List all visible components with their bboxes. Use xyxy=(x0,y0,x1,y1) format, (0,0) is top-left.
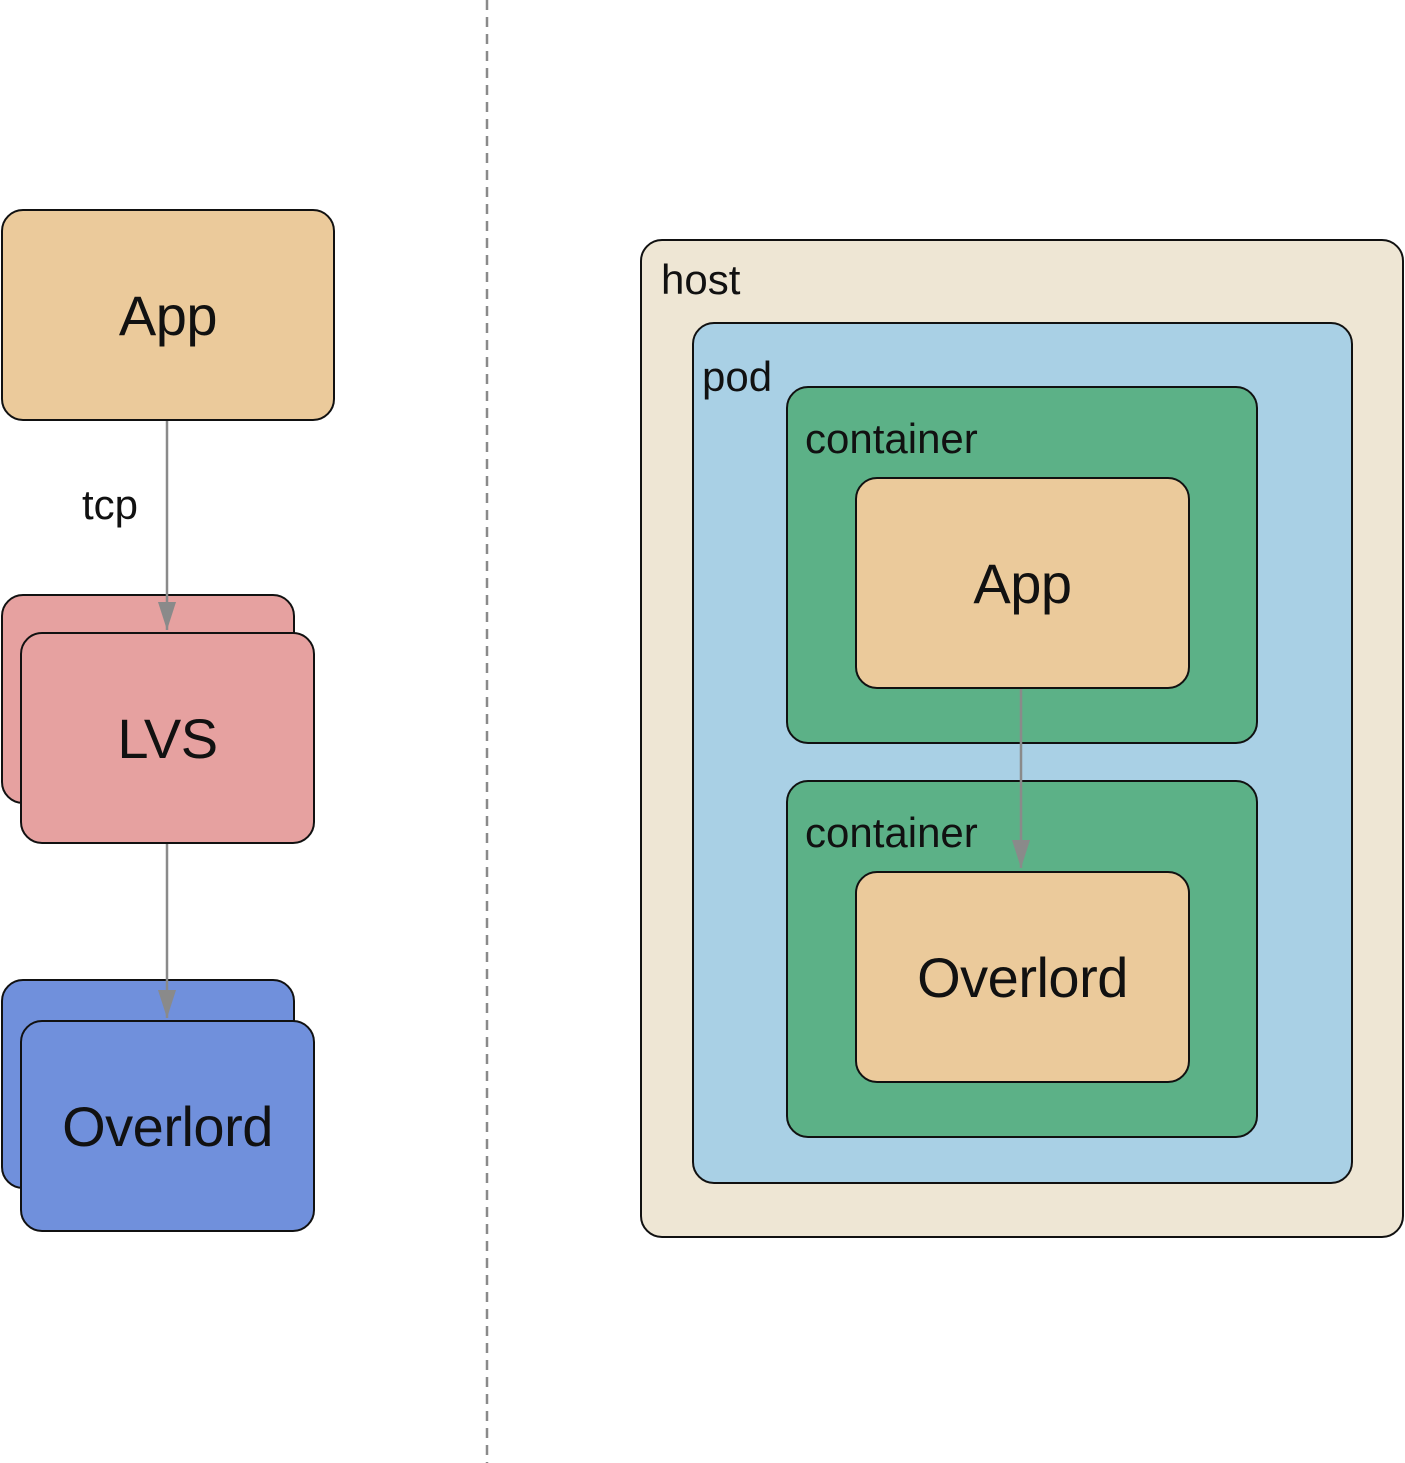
right-app-box: App xyxy=(855,477,1190,689)
tcp-label: tcp xyxy=(82,481,139,528)
left-app-box: App xyxy=(1,209,335,421)
tcp-arrowhead xyxy=(158,602,176,630)
left-overlord-label: Overlord xyxy=(62,1094,273,1158)
lvs-label: LVS xyxy=(117,706,218,770)
pod-label: pod xyxy=(702,353,773,400)
right-overlord-box: Overlord xyxy=(855,871,1190,1083)
left-app-label: App xyxy=(118,283,218,347)
host-label: host xyxy=(661,256,741,303)
lvs-box: LVS xyxy=(20,632,315,844)
lvs-to-overlord-arrowhead xyxy=(158,990,176,1018)
container-2-label: container xyxy=(805,809,978,856)
right-overlord-label: Overlord xyxy=(917,945,1128,1009)
container-1-label: container xyxy=(805,415,978,462)
left-overlord-box: Overlord xyxy=(20,1020,315,1232)
right-app-label: App xyxy=(973,551,1072,615)
app-to-overlord-arrowhead xyxy=(1012,840,1030,868)
